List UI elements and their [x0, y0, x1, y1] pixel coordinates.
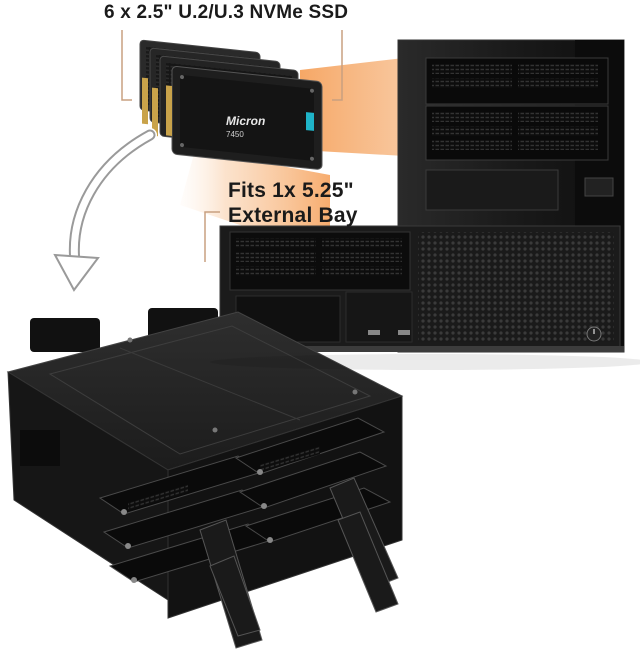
ssd-brand-label: Micron	[226, 114, 266, 128]
hot-swap-enclosure	[6, 308, 404, 649]
tower-chassis	[218, 39, 625, 353]
curved-arrow-icon	[53, 128, 157, 292]
bay-fit-line-2: External Bay	[228, 204, 358, 227]
bay-fit-line-1: Fits 1x 5.25"	[228, 179, 354, 202]
ssd-model-label: 7450	[226, 130, 244, 139]
ssd-count-caption: 6 x 2.5" U.2/U.3 NVMe SSD	[104, 2, 349, 23]
bay-fit-caption: Fits 1x 5.25" External Bay	[228, 178, 358, 228]
power-icon	[586, 326, 602, 342]
usb-port-icon	[398, 330, 410, 335]
usb-port-icon	[368, 330, 380, 335]
ssd-stack	[139, 39, 323, 170]
